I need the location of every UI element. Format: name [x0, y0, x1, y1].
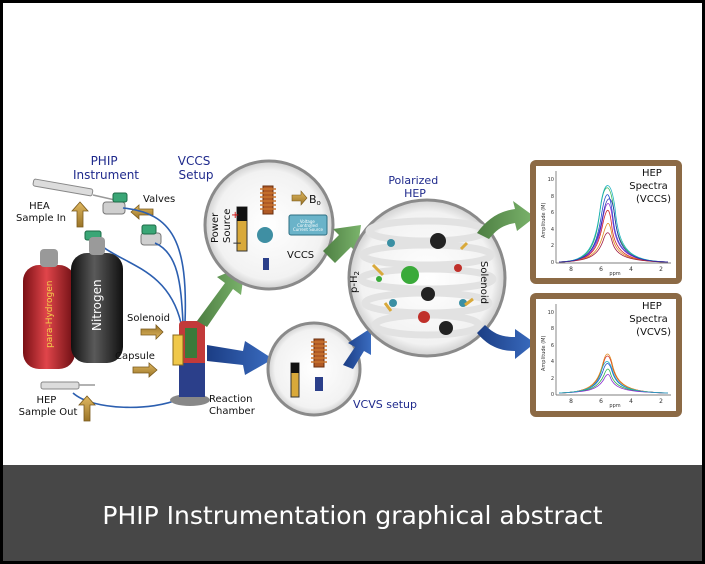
para-hydrogen-cylinder: para-Hydrogen — [23, 249, 75, 369]
graphical-abstract: PHIP Instrument VCCS Setup HEA Sample In… — [3, 3, 702, 561]
up-arrow-in-icon — [71, 201, 89, 228]
svg-text:4: 4 — [629, 266, 633, 273]
vccs-circle: + − Voltage Controlled Current Source Bo… — [203, 159, 335, 291]
green-arrow-to-spectra — [477, 201, 535, 239]
svg-text:8: 8 — [551, 194, 554, 200]
spectrum-vcvs-ylabel: Amplitude (M) — [541, 336, 547, 371]
blue-arrow-to-polarized — [343, 328, 371, 369]
svg-text:+: + — [231, 210, 239, 221]
power-source-label: Power Source — [210, 209, 233, 243]
svg-text:ppm: ppm — [609, 271, 620, 277]
nitrogen-label: Nitrogen — [90, 279, 104, 331]
p-h2-label: p-H2 — [349, 271, 361, 293]
svg-text:4: 4 — [551, 359, 554, 365]
spectrum-vccs-ylabel: Amplitude (M) — [541, 203, 547, 238]
b0-arrow-icon — [291, 190, 308, 206]
hep-spectra-vccs-label: HEP Spectra (VCCS) — [629, 168, 671, 205]
svg-text:10: 10 — [548, 310, 554, 316]
solenoid-left-label: Solenoid — [127, 313, 170, 324]
up-arrow-out-icon — [78, 395, 96, 422]
svg-text:2: 2 — [551, 376, 554, 382]
hea-sample-in-label: HEA Sample In — [16, 201, 66, 224]
svg-text:−: − — [232, 236, 242, 250]
vccs-label: VCCS — [287, 250, 314, 261]
capsule-label: Capsule — [115, 351, 155, 362]
solenoid-right-label: Solenoid — [478, 261, 489, 304]
phip-instrument-label: PHIP Instrument — [73, 154, 139, 182]
syringe-out-icon — [40, 381, 95, 390]
reaction-chamber-icon — [170, 321, 210, 406]
vccs-control-label: Voltage Controlled Current Source — [293, 219, 324, 232]
svg-text:6: 6 — [599, 266, 603, 273]
hep-sample-out-label: HEP Sample Out — [19, 395, 78, 418]
svg-text:6: 6 — [599, 398, 603, 405]
svg-text:2: 2 — [659, 266, 663, 273]
caption: PHIP Instrumentation graphical abstract — [102, 501, 603, 530]
caption-bar: PHIP Instrumentation graphical abstract — [3, 465, 702, 561]
svg-text:0: 0 — [551, 260, 554, 266]
syringe-in-icon — [32, 178, 116, 201]
tubing — [72, 207, 187, 409]
svg-text:2: 2 — [659, 398, 663, 405]
para-hydrogen-label: para-Hydrogen — [45, 281, 55, 348]
svg-text:6: 6 — [551, 210, 554, 216]
vccs-setup-label: VCCS Setup — [178, 154, 214, 182]
svg-text:6: 6 — [551, 343, 554, 349]
blue-arrow-to-spectra — [477, 325, 535, 359]
blue-arrow-to-vcvs — [207, 341, 273, 375]
svg-text:8: 8 — [569, 266, 573, 273]
spectrum-vcvs-plot: Amplitude (M) 10 8 6 4 2 0 8 6 ppm 4 2 — [541, 304, 671, 409]
svg-text:0: 0 — [551, 392, 554, 398]
nitrogen-cylinder: Nitrogen — [71, 237, 123, 363]
svg-text:8: 8 — [569, 398, 573, 405]
polarized-hep-label: Polarized HEP — [388, 174, 441, 200]
svg-text:4: 4 — [629, 398, 633, 405]
svg-text:8: 8 — [551, 326, 554, 332]
spectrum-vccs-panel — [530, 160, 682, 284]
reaction-chamber-label: Reaction Chamber — [209, 394, 256, 417]
hep-spectra-vcvs-label: HEP Spectra (VCVS) — [629, 301, 671, 338]
svg-text:10: 10 — [548, 177, 554, 183]
green-arrow-to-polarized — [323, 225, 361, 263]
valves-label: Valves — [143, 194, 175, 205]
right-arrow-capsule-icon — [132, 362, 158, 378]
valve-top-icon — [102, 192, 128, 215]
spectrum-vccs-plot: Amplitude (M) 10 8 6 4 2 0 8 6 ppm 4 2 — [541, 171, 671, 277]
green-arrow-to-vccs — [197, 265, 245, 327]
right-arrow-solenoid-icon — [140, 324, 164, 340]
svg-text:4: 4 — [551, 227, 554, 233]
polarized-hep-circle — [347, 198, 507, 358]
b0-label: Bo — [309, 193, 321, 207]
svg-text:2: 2 — [551, 243, 554, 249]
svg-text:ppm: ppm — [609, 403, 620, 409]
vcvs-circle — [266, 321, 362, 417]
vcvs-setup-label: VCVS setup — [353, 398, 417, 411]
diagram: PHIP Instrument VCCS Setup HEA Sample In… — [16, 154, 682, 422]
